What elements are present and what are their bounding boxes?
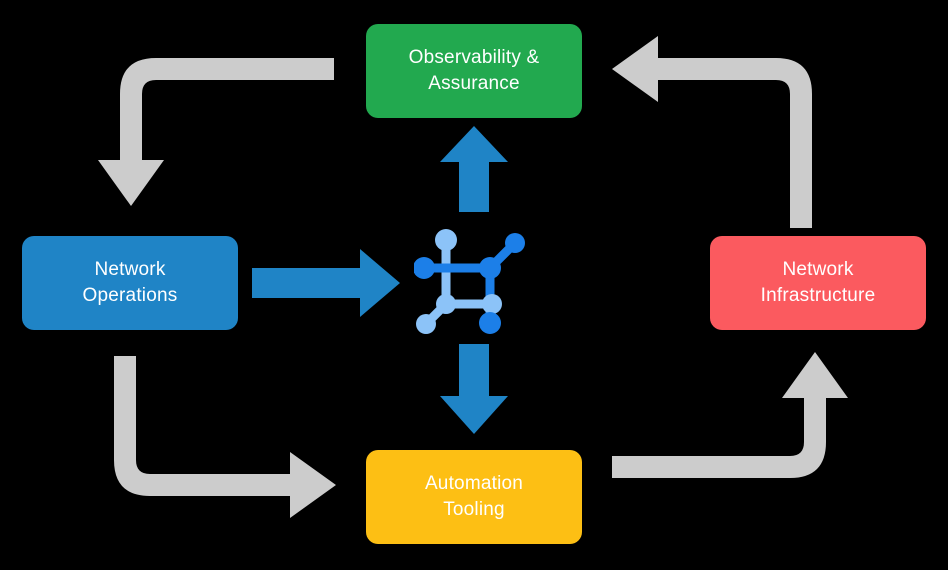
arrow-infrastructure-to-observability — [612, 36, 812, 228]
node-label-network-operations: Network Operations — [82, 259, 178, 306]
node-box-network-operations[interactable]: Network Operations — [22, 236, 238, 330]
arrow-automation-to-infrastructure — [612, 352, 848, 478]
node-box-automation-tooling[interactable]: Automation Tooling — [366, 450, 582, 544]
node-label-network-infrastructure: Network Infrastructure — [760, 259, 876, 306]
node-box-network-infrastructure[interactable]: Network Infrastructure — [710, 236, 926, 330]
arrow-operations-to-automation — [114, 356, 336, 518]
node-label-observability: Observability & Assurance — [408, 47, 540, 94]
network-topology-icon — [414, 229, 525, 334]
arrow-operations-to-center — [252, 249, 400, 317]
arrow-center-to-observability — [440, 126, 508, 212]
node-label-automation-tooling: Automation Tooling — [424, 473, 524, 520]
arrow-center-to-automation — [440, 344, 508, 434]
node-box-observability[interactable]: Observability & Assurance — [366, 24, 582, 118]
arrow-observability-to-operations — [98, 58, 334, 206]
